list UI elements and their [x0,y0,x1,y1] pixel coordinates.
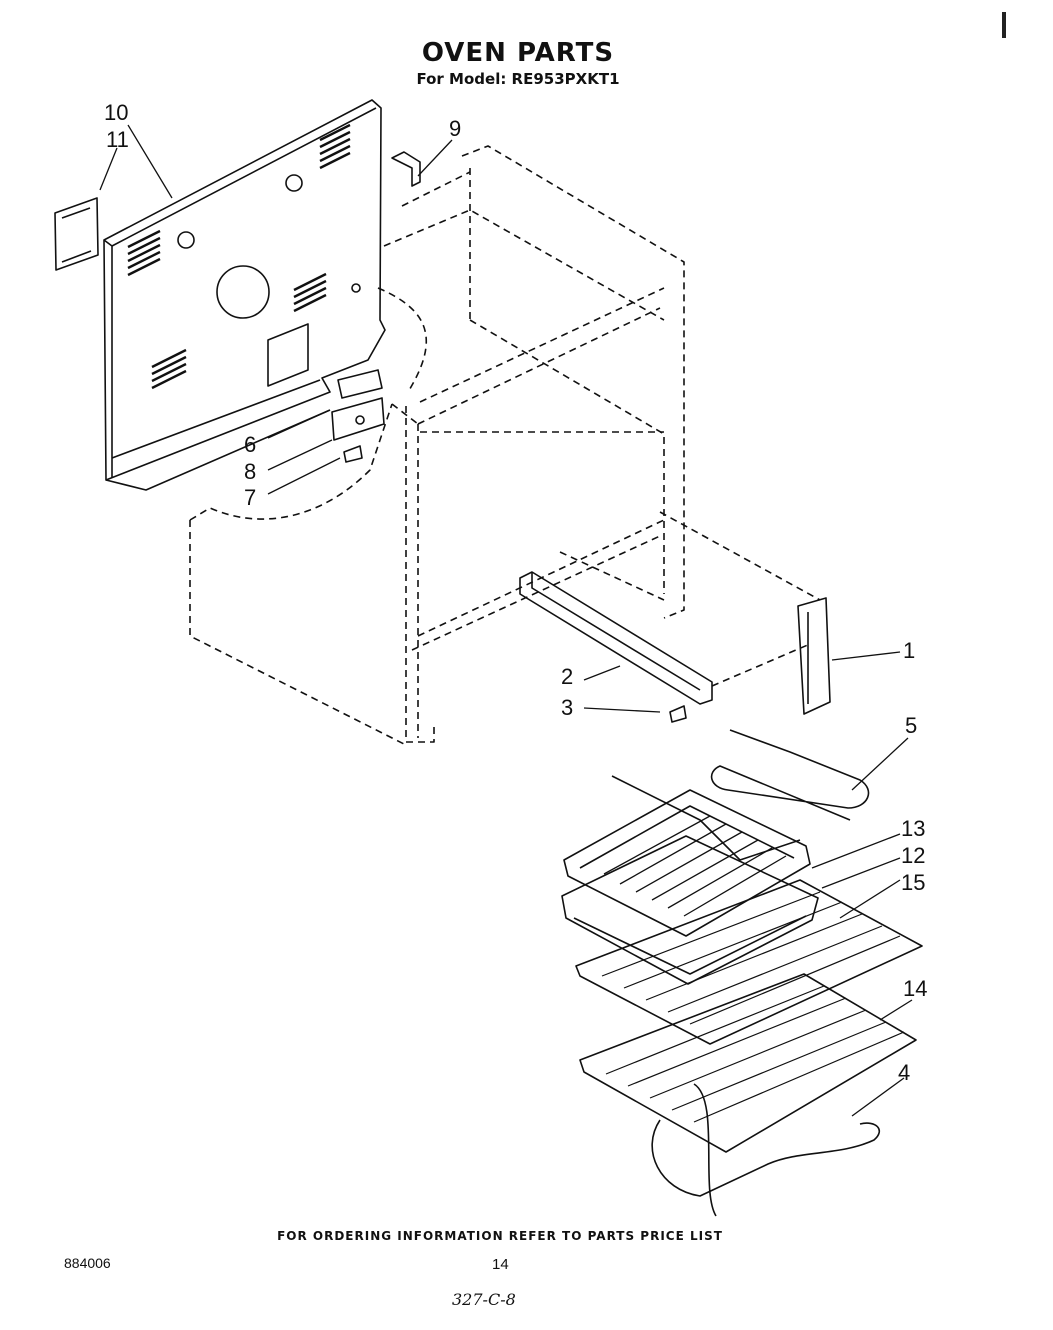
handwritten-code: 327-C-8 [452,1290,516,1309]
part-12-broiler-pan [561,835,819,985]
callout-4: 4 [898,1060,911,1085]
callout-2: 2 [561,664,574,689]
part-4-bake-element [651,1083,880,1217]
part-1-side-trim [797,597,831,715]
part-14-oven-rack [579,973,917,1153]
part-7-clip [343,445,363,463]
callout-9: 9 [449,116,462,141]
part-9-bracket [391,151,421,187]
callout-leader-lines [99,124,913,1117]
callout-10: 10 [104,100,129,125]
callout-7: 7 [244,485,257,510]
part-10-back-panel [103,99,386,491]
callout-12: 12 [901,843,926,868]
part-15-oven-rack [575,879,923,1045]
model-subtitle: For Model: RE953PXKT1 [416,70,620,88]
callout-15: 15 [901,870,926,895]
callout-3: 3 [561,695,574,720]
part-13-broiler-grid [563,789,811,937]
part-11-insulation-patch [54,197,99,271]
page-number: 14 [492,1256,509,1273]
part-3-clip [669,705,687,723]
callout-14: 14 [903,976,928,1001]
part-5-bake-element [611,729,870,861]
callout-6: 6 [244,432,257,457]
part-6-bracket [337,369,383,399]
oven-cavity-outline [383,145,821,743]
callout-5: 5 [905,713,918,738]
scan-edge-mark [1002,12,1006,38]
page-title: OVEN PARTS [421,38,615,68]
ordering-information-note: FOR ORDERING INFORMATION REFER TO PARTS … [277,1229,723,1243]
document-number: 884006 [64,1255,111,1271]
callout-1: 1 [903,638,916,663]
part-8-block [331,397,385,441]
callout-8: 8 [244,459,257,484]
side-insulation-outline [189,287,428,745]
callout-11: 11 [106,127,129,152]
part-2-rail [519,571,713,705]
callout-13: 13 [901,816,926,841]
